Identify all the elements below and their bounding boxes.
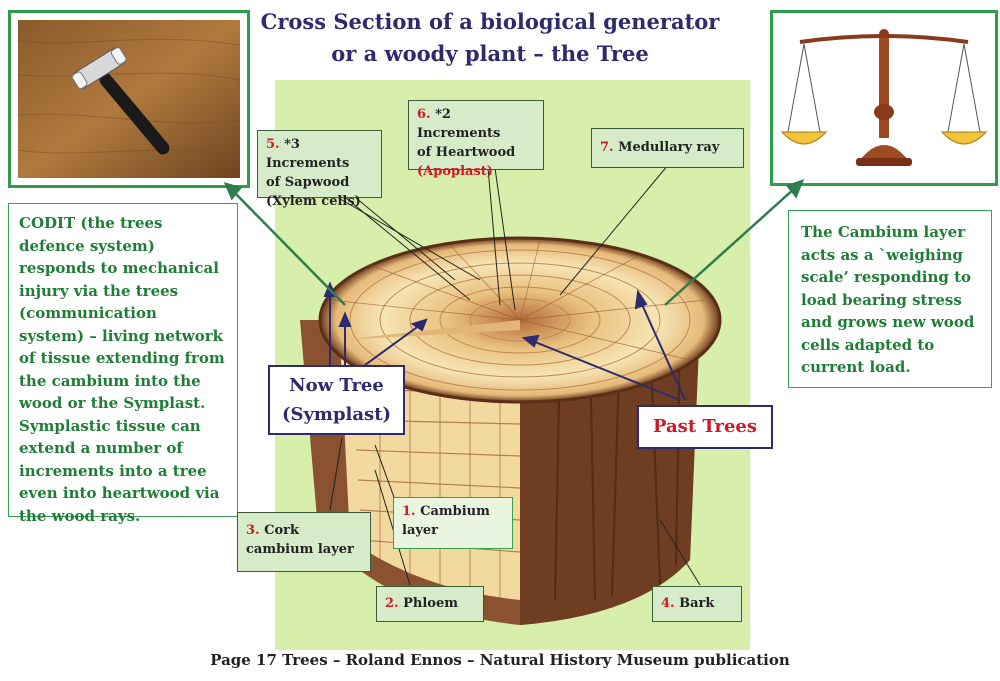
label-bark-number: 4. [661,596,675,611]
label-sapwood-number: 5. [266,137,280,152]
label-medullary-text: Medullary ray [618,140,720,155]
label-cambium-line2: layer [402,523,439,538]
callout-past-trees-text: Past Trees [652,416,758,437]
label-bark-text: Bark [679,596,715,611]
hammer-photo-panel [8,10,250,188]
cambium-scale-note-text: The Cambium layer acts as a `weighing sc… [801,223,975,376]
label-heartwood-line1: *2 Increments [417,107,501,141]
label-medullary-ray: 7. Medullary ray [591,128,744,168]
label-phloem-text: Phloem [403,596,458,611]
cambium-scale-note: The Cambium layer acts as a `weighing sc… [788,210,992,388]
label-sapwood-line3: (Xylem cells) [266,194,361,209]
callout-now-tree-line2: (Symplast) [281,404,392,425]
callout-now-tree-line1: Now Tree [289,375,384,396]
label-phloem-number: 2. [385,596,399,611]
label-sapwood: 5. *3 Increments of Sapwood (Xylem cells… [257,130,382,209]
label-cork-line2: cambium layer [246,542,354,557]
scale-photo [780,20,988,176]
label-cambium-layer: 1. Cambium layer [393,497,513,549]
hammer-photo [18,20,240,178]
page-title: Cross Section of a biological generator … [230,6,750,70]
scale-photo-panel [770,10,998,186]
title-line-2: or a woody plant – the Tree [331,41,649,66]
hammer-icon [18,20,240,178]
codit-note: CODIT (the trees defence system) respond… [8,203,238,525]
label-heartwood-line2: of Heartwood [417,145,516,160]
label-phloem: 2. Phloem [376,586,484,622]
label-medullary-number: 7. [600,140,614,155]
label-sapwood-line1: *3 Increments [266,137,350,171]
weighing-scale-icon [780,29,988,166]
label-heartwood: 6. *2 Increments of Heartwood (Apoplast) [408,100,544,179]
label-sapwood-line2: of Sapwood [266,175,350,190]
callout-past-trees: Past Trees [637,405,773,449]
page-footer: Page 17 Trees – Roland Ennos – Natural H… [210,651,790,669]
label-cambium-number: 1. [402,504,416,519]
callout-now-tree: Now Tree (Symplast) [268,365,405,435]
label-cork-line1: Cork [264,523,299,538]
label-heartwood-number: 6. [417,107,431,122]
title-line-1: Cross Section of a biological generator [260,9,720,34]
codit-note-text: CODIT (the trees defence system) respond… [19,214,225,525]
label-cambium-line1: Cambium [420,504,490,519]
label-cork-number: 3. [246,523,260,538]
label-bark: 4. Bark [652,586,742,622]
label-heartwood-line3: (Apoplast) [417,164,493,179]
label-cork-cambium: 3. Cork cambium layer [237,512,371,572]
